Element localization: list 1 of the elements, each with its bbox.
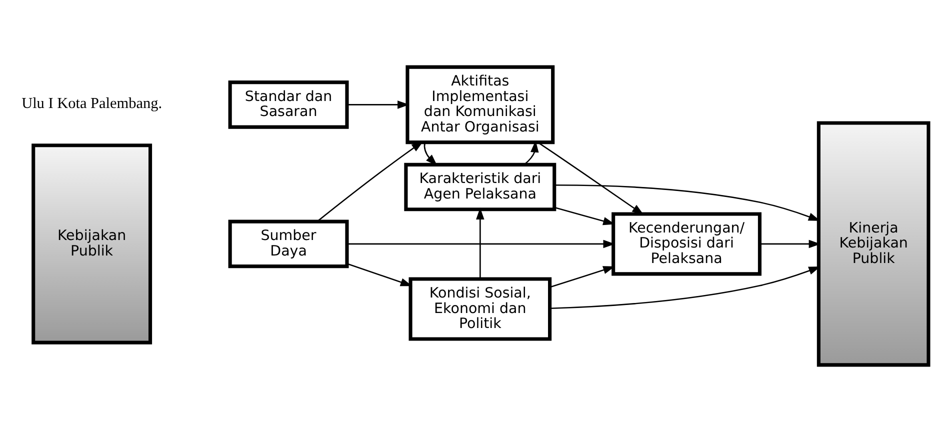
label: Ulu I Kota Palembang. — [22, 95, 162, 112]
